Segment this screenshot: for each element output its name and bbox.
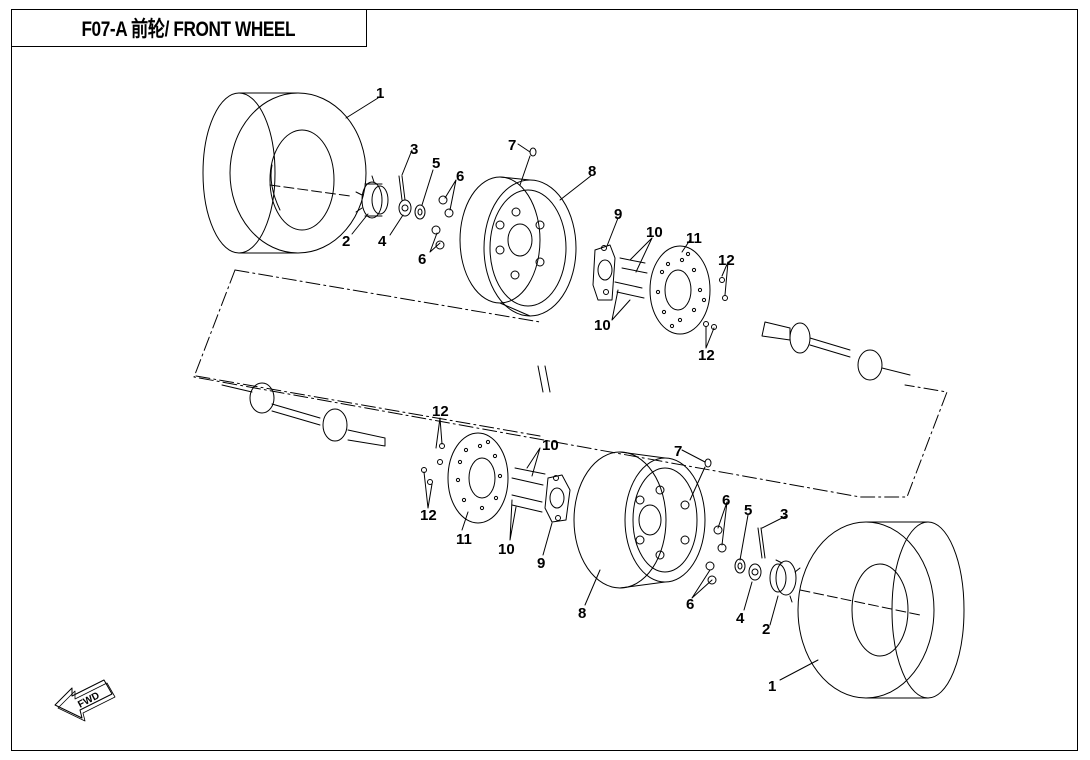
callout-10-lower-a: 10 xyxy=(542,437,559,454)
title-box: F07-A 前轮/ FRONT WHEEL xyxy=(11,9,367,47)
upper-hub-cap xyxy=(355,175,389,219)
callout-9-upper: 9 xyxy=(614,206,622,223)
upper-rim xyxy=(459,176,577,317)
callout-12-lower-a: 12 xyxy=(432,403,449,420)
callout-8-lower: 8 xyxy=(578,605,586,622)
upper-hub xyxy=(592,244,616,301)
callout-11-upper: 11 xyxy=(686,230,702,247)
lower-hub xyxy=(544,474,571,523)
callout-1-upper: 1 xyxy=(376,85,384,102)
lower-bolts xyxy=(421,443,546,513)
lower-axis-line xyxy=(799,589,921,616)
fwd-label: FWD xyxy=(76,690,101,710)
callout-5-lower: 5 xyxy=(744,502,752,519)
assembly-boundary xyxy=(193,269,948,498)
callout-6-lower-a: 6 xyxy=(722,492,730,509)
diagram-frame xyxy=(11,9,1078,751)
upper-lug-nuts xyxy=(431,195,454,250)
callout-8-upper: 8 xyxy=(588,163,596,180)
lower-valve-stem xyxy=(689,458,712,501)
upper-axis-line xyxy=(269,184,351,197)
lower-washer xyxy=(734,558,746,574)
diagram-title: F07-A 前轮/ FRONT WHEEL xyxy=(81,17,296,41)
callout-6-lower-b: 6 xyxy=(686,596,694,613)
callout-4-upper: 4 xyxy=(378,233,387,250)
upper-washer xyxy=(414,204,426,220)
callout-labels: 1 2 3 4 5 6 6 7 8 9 10 10 11 12 12 12 12… xyxy=(342,85,788,695)
lower-drive-shaft xyxy=(221,382,386,447)
upper-bolts xyxy=(614,257,728,330)
callout-10-upper-b: 10 xyxy=(594,317,611,334)
lower-brake-disc xyxy=(447,432,509,524)
upper-cotter-pin xyxy=(398,175,406,201)
upper-tire xyxy=(202,92,367,254)
callout-2-lower: 2 xyxy=(762,621,770,638)
callout-3-upper: 3 xyxy=(410,141,418,158)
upper-castle-nut xyxy=(398,199,412,217)
callout-11-lower: 11 xyxy=(456,531,472,548)
callout-12-upper-b: 12 xyxy=(698,347,715,364)
callout-10-lower-b: 10 xyxy=(498,541,515,558)
lower-cotter-pin xyxy=(757,527,766,559)
callout-6-upper-b: 6 xyxy=(418,251,426,268)
fwd-arrow-icon: FWD xyxy=(54,679,116,722)
callout-9-lower: 9 xyxy=(537,555,545,572)
callout-5-upper: 5 xyxy=(432,155,440,172)
callout-6-upper-a: 6 xyxy=(456,168,464,185)
leader-lines xyxy=(345,97,819,681)
callout-1-lower: 1 xyxy=(768,678,776,695)
upper-drive-shaft xyxy=(761,321,911,381)
upper-brake-disc xyxy=(649,245,711,335)
lower-tire xyxy=(797,521,965,699)
callout-10-upper-a: 10 xyxy=(646,224,663,241)
lower-rim xyxy=(573,451,706,589)
callout-12-lower-b: 12 xyxy=(420,507,437,524)
callout-12-upper-a: 12 xyxy=(718,252,735,269)
callout-4-lower: 4 xyxy=(736,610,745,627)
callout-2-upper: 2 xyxy=(342,233,350,250)
callout-3-lower: 3 xyxy=(780,506,788,523)
callout-7-upper: 7 xyxy=(508,137,516,154)
lower-hub-cap xyxy=(769,559,801,603)
callout-7-lower: 7 xyxy=(674,443,682,460)
lower-castle-nut xyxy=(748,563,762,581)
break-marks xyxy=(537,365,551,393)
